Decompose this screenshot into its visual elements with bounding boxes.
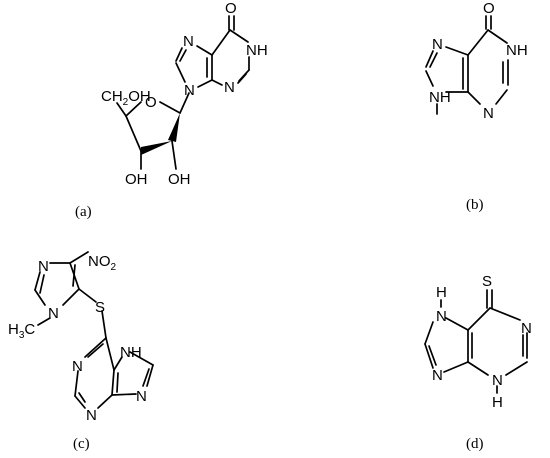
atom-label: N xyxy=(72,358,83,375)
atom-label: NH xyxy=(429,89,451,106)
atom-label: N xyxy=(436,308,447,325)
atom-label: S xyxy=(482,273,492,290)
atom-label: N xyxy=(432,36,443,53)
atom-label: N xyxy=(432,367,443,384)
atom-label: NH xyxy=(506,42,528,59)
caption-a: (a) xyxy=(75,204,92,220)
atom-label: N xyxy=(86,407,97,424)
structure-c xyxy=(34,251,154,409)
atom-label: OH xyxy=(168,171,191,188)
caption-b: (b) xyxy=(466,197,484,213)
atom-label: O xyxy=(145,94,157,111)
atom-label: CH2OH xyxy=(101,88,151,108)
atom-label: N xyxy=(183,33,194,50)
structure-a xyxy=(116,15,250,170)
atom-label: H xyxy=(436,284,447,301)
atom-label: H3C xyxy=(8,321,35,341)
atom-label: N xyxy=(136,388,147,405)
atom-label: N xyxy=(224,79,235,96)
atom-label: S xyxy=(95,299,105,316)
atom-label: N xyxy=(521,320,532,337)
atom-label: N xyxy=(38,258,49,275)
atom-label: O xyxy=(225,0,237,17)
atom-label: O xyxy=(483,0,495,17)
atom-label: N xyxy=(48,305,59,322)
caption-d: (d) xyxy=(466,436,484,452)
atom-label: H xyxy=(492,394,503,411)
structure-b xyxy=(425,15,509,105)
atom-label: NO2 xyxy=(88,253,117,273)
atom-label: N xyxy=(483,105,494,122)
atom-label: N xyxy=(492,372,503,389)
atom-label: OH xyxy=(125,171,148,188)
caption-c: (c) xyxy=(73,436,90,452)
atom-label: NH xyxy=(120,344,142,361)
atom-label: NH xyxy=(246,42,268,59)
structure-d xyxy=(424,289,528,394)
atom-label: N xyxy=(184,82,195,99)
